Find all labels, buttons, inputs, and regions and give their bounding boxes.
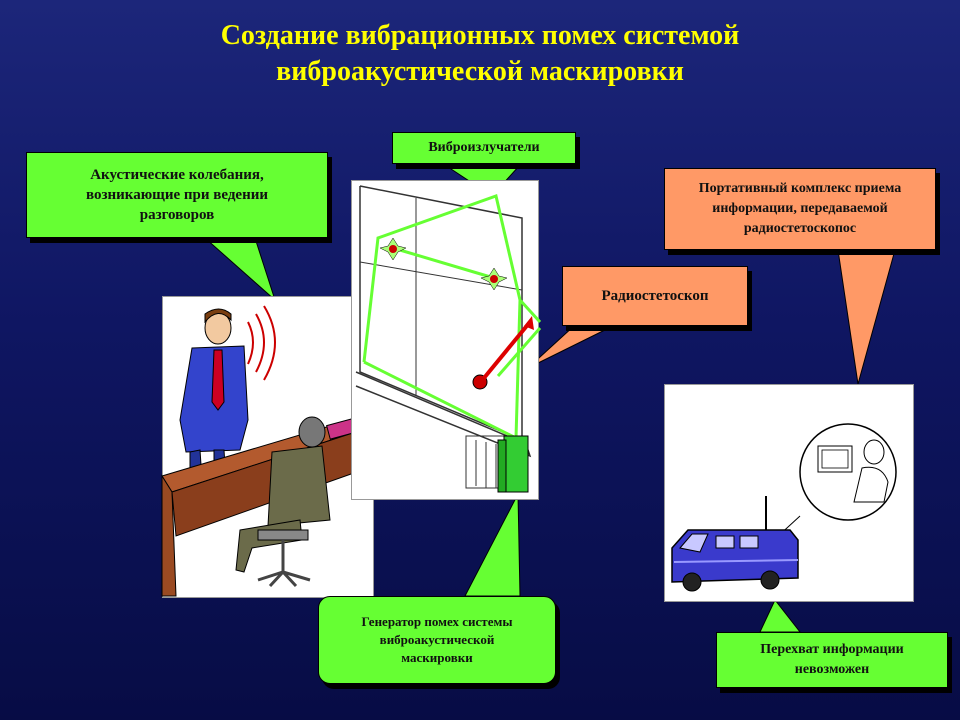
standing-man-hair [204, 308, 232, 324]
portable-callout-line-1: Портативный комплекс приема [698, 181, 902, 196]
sound-wave-1 [247, 321, 254, 365]
noise-generator-box [503, 435, 529, 493]
noise-generator-callout: Генератор помех системы виброакустическо… [318, 596, 556, 684]
van-side-window-1 [715, 535, 735, 549]
interception-impossible-callout: Перехват информации невозможен [716, 632, 948, 688]
sound-wave-2 [255, 313, 265, 373]
radio-stethoscope-callout: Радиостетоскоп [562, 266, 748, 326]
slide-title: Создание вибрационных помех системой виб… [40, 18, 920, 90]
seated-man-body [267, 445, 331, 527]
generator-callout-line-2: виброакустической [379, 632, 495, 647]
portable-callout-line-2: информации, передаваемой [712, 201, 888, 216]
operator-monitor [817, 445, 853, 473]
van-stripe [673, 559, 799, 563]
chair-base [257, 569, 311, 588]
acoustic-callout-line-2: возникающие при ведении [85, 187, 268, 203]
van-windshield [679, 533, 709, 553]
generator-callout-line-1: Генератор помех системы [361, 614, 513, 629]
title-line-1: Создание вибрационных помех системой [220, 20, 740, 51]
standing-man-tie [211, 349, 225, 411]
emitter-2 [490, 275, 498, 283]
stethoscope-callout-label: Радиостетоскоп [601, 287, 709, 304]
van-side-window-2 [739, 535, 759, 549]
acoustic-callout-tail [203, 237, 277, 302]
stethoscope-device [472, 374, 488, 390]
vibration-emitters-callout: Виброизлучатели [392, 132, 576, 164]
title-line-2: виброакустической маскировки [276, 56, 684, 87]
vibration-line-sill [363, 360, 521, 442]
stethoscope-arrow-green [496, 327, 542, 377]
vibration-line-down [514, 299, 522, 439]
generator-callout-line-3: маскировки [401, 650, 473, 665]
intercept-callout-line-1: Перехват информации [760, 642, 904, 657]
stethoscope-arrowhead-red [524, 316, 534, 330]
van-wheel-rear [760, 570, 780, 590]
noise-generator-side [497, 439, 507, 493]
sound-wave-3 [263, 305, 276, 381]
desk-front [161, 474, 177, 597]
operator-monitor-screen [821, 449, 849, 469]
vibration-line-inner [392, 246, 495, 280]
portable-receiver-callout: Портативный комплекс приема информации, … [664, 168, 936, 250]
intercept-callout-line-2: невозможен [794, 662, 870, 677]
operator-head [863, 439, 885, 465]
portable-callout-tail [837, 249, 896, 385]
vibration-line-frame [362, 194, 542, 363]
portable-callout-line-3: радиостетоскопос [743, 221, 857, 236]
emitters-callout-label: Виброизлучатели [428, 140, 540, 155]
van-wheel-front [682, 572, 702, 592]
stethoscope-arrow-red [482, 320, 532, 380]
acoustic-callout-line-3: разговоров [139, 207, 215, 223]
emitter-1 [389, 245, 397, 253]
operator-body [853, 466, 889, 503]
acoustic-vibrations-callout: Акустические колебания, возникающие при … [26, 152, 328, 238]
acoustic-callout-line-1: Акустические колебания, [90, 167, 264, 183]
